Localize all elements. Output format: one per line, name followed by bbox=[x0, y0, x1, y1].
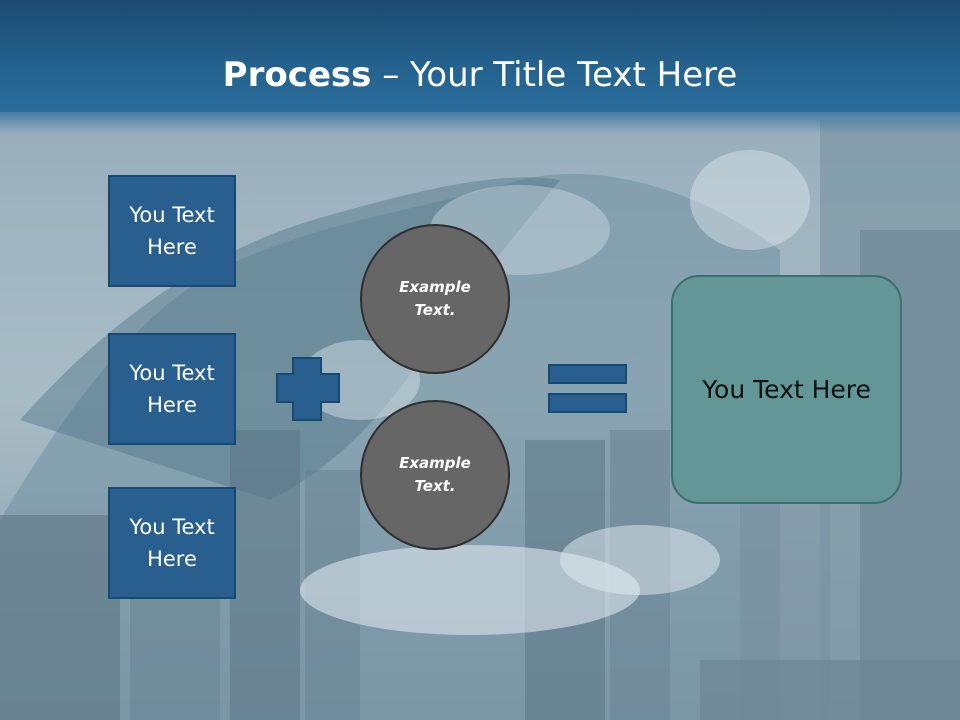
text-box-1-line1: You Text bbox=[129, 203, 215, 227]
example-circle-1-line1: Example bbox=[399, 278, 471, 296]
title-dash: – bbox=[371, 55, 411, 95]
example-circle-2-line2: Text. bbox=[414, 477, 456, 495]
result-text: You Text Here bbox=[702, 375, 871, 404]
result-box[interactable]: You Text Here bbox=[671, 275, 902, 504]
example-circle-1-line2: Text. bbox=[414, 301, 456, 319]
equals-bar-bottom bbox=[548, 393, 627, 413]
plus-icon bbox=[276, 357, 340, 421]
text-box-3-line1: You Text bbox=[129, 515, 215, 539]
text-box-2-line2: Here bbox=[147, 393, 197, 417]
equals-bar-top bbox=[548, 364, 627, 384]
text-box-3-line2: Here bbox=[147, 547, 197, 571]
text-box-2-line1: You Text bbox=[129, 361, 215, 385]
title-rest: Your Title Text Here bbox=[410, 55, 738, 95]
title-bar: Process – Your Title Text Here bbox=[0, 0, 960, 134]
example-circle-2-line1: Example bbox=[399, 454, 471, 472]
slide-title: Process – Your Title Text Here bbox=[0, 52, 960, 98]
text-box-1-line2: Here bbox=[147, 235, 197, 259]
title-bold: Process bbox=[222, 55, 372, 95]
